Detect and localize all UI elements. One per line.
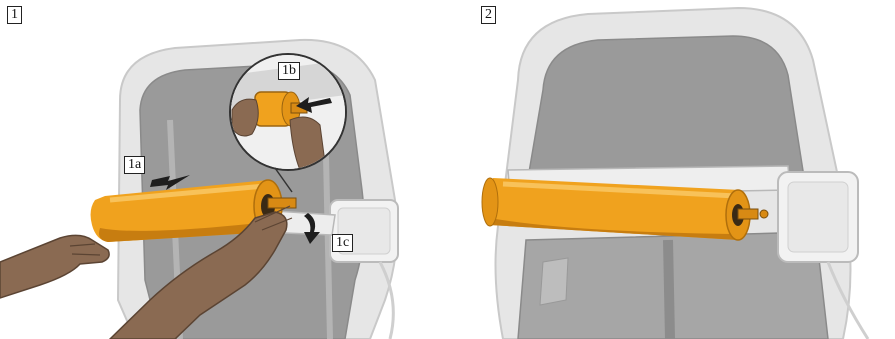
step-2-illustration bbox=[448, 0, 895, 339]
callout-1c: 1c bbox=[332, 234, 353, 252]
callout-1a: 1a bbox=[124, 156, 145, 174]
left-hand bbox=[0, 235, 109, 298]
step-2-panel: 2 bbox=[448, 0, 895, 339]
roll-axle bbox=[738, 209, 758, 219]
step-1-panel: 1 1a 1b 1c bbox=[0, 0, 448, 339]
step-2-number: 2 bbox=[481, 6, 496, 24]
axle-pin bbox=[760, 210, 768, 218]
step-1-illustration bbox=[0, 0, 448, 339]
seat-strap-left bbox=[540, 258, 568, 305]
seat-seam bbox=[668, 240, 670, 339]
step-1-number: 1 bbox=[7, 6, 22, 24]
side-bracket-inner bbox=[788, 182, 848, 252]
callout-1b: 1b bbox=[278, 62, 300, 80]
roll-axle bbox=[268, 198, 296, 208]
